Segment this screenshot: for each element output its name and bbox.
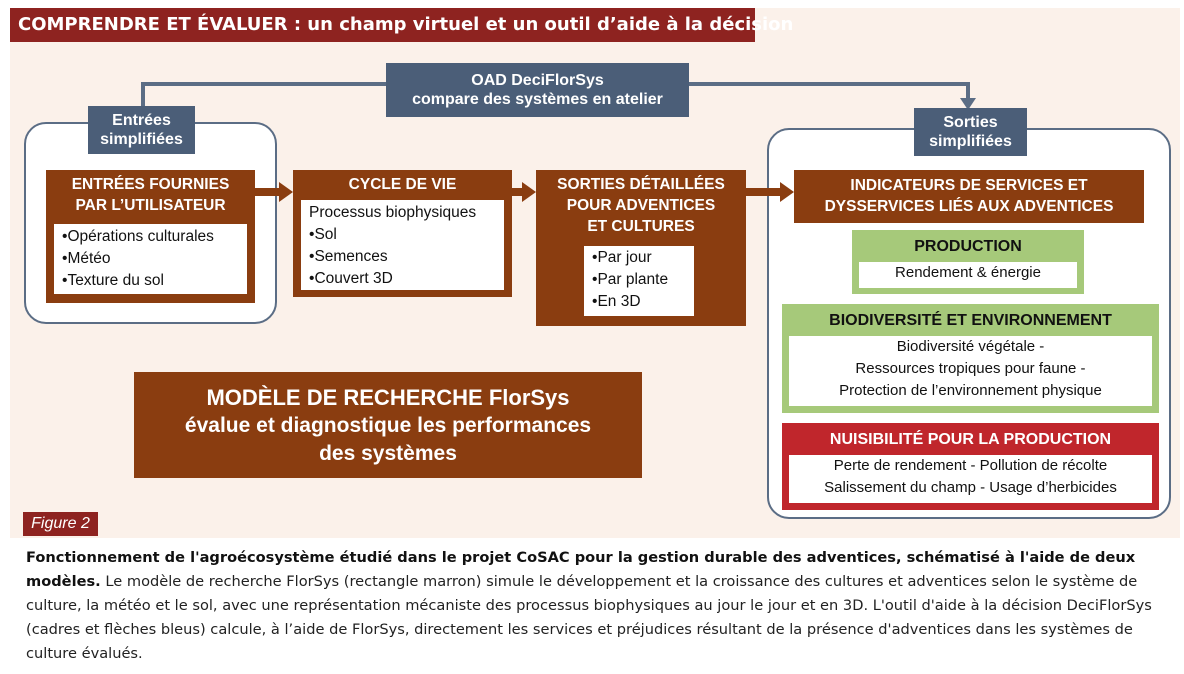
florsys-model-box: MODÈLE DE RECHERCHE FlorSys évalue et di… bbox=[134, 372, 642, 478]
oad-title: OAD DeciFlorSys bbox=[471, 72, 604, 89]
model-line3: des systèmes bbox=[319, 442, 457, 465]
detailed-outputs-head2: POUR ADVENTICES bbox=[566, 197, 716, 214]
list-item: Couvert 3D bbox=[309, 268, 504, 290]
detailed-outputs-box: SORTIES DÉTAILLÉES POUR ADVENTICES ET CU… bbox=[536, 170, 746, 326]
model-line2: évalue et diagnostique les performances bbox=[184, 414, 592, 437]
user-inputs-list: Opérations culturales Météo Texture du s… bbox=[54, 224, 247, 294]
model-title: MODÈLE DE RECHERCHE FlorSys bbox=[206, 385, 570, 410]
inputs-label-line2: simplifiées bbox=[100, 131, 183, 148]
life-cycle-head: CYCLE DE VIE bbox=[348, 176, 457, 193]
production-head: PRODUCTION bbox=[914, 238, 1022, 255]
biodiversity-line: Protection de l’environnement physique bbox=[839, 382, 1102, 399]
figure-label: Figure 2 bbox=[23, 512, 98, 536]
caption-text: Le modèle de recherche FlorSys (rectangl… bbox=[26, 573, 1152, 662]
harm-head: NUISIBILITÉ POUR LA PRODUCTION bbox=[829, 431, 1112, 448]
detailed-outputs-head1: SORTIES DÉTAILLÉES bbox=[557, 176, 725, 193]
list-item: Météo bbox=[62, 248, 247, 270]
production-box: PRODUCTION Rendement & énergie bbox=[852, 230, 1084, 294]
figure-title: COMPRENDRE ET ÉVALUER : un champ virtuel… bbox=[10, 8, 793, 42]
harm-line: Perte de rendement - Pollution de récolt… bbox=[833, 457, 1108, 474]
biodiversity-line: Ressources tropiques pour faune - bbox=[855, 360, 1086, 377]
list-item: Par plante bbox=[592, 269, 694, 291]
outputs-simplified-label: Sorties simplifiées bbox=[914, 108, 1027, 156]
biodiversity-line: Biodiversité végétale - bbox=[896, 338, 1045, 355]
list-item: Opérations culturales bbox=[62, 226, 247, 248]
detailed-outputs-list: Par jour Par plante En 3D bbox=[584, 246, 694, 316]
list-item: Semences bbox=[309, 246, 504, 268]
harm-line: Salissement du champ - Usage d’herbicide… bbox=[824, 479, 1117, 496]
list-item: Sol bbox=[309, 224, 504, 246]
life-cycle-box: CYCLE DE VIE Processus biophysiques Sol … bbox=[293, 170, 512, 297]
outputs-label-line2: simplifiées bbox=[929, 133, 1012, 150]
user-inputs-box: ENTRÉES FOURNIES PAR L’UTILISATEUR Opéra… bbox=[46, 170, 255, 303]
inputs-simplified-label: Entrées simplifiées bbox=[88, 106, 195, 154]
life-cycle-list: Processus biophysiques Sol Semences Couv… bbox=[301, 200, 504, 290]
life-cycle-subtitle: Processus biophysiques bbox=[309, 204, 477, 221]
biodiversity-box: BIODIVERSITÉ ET ENVIRONNEMENT Biodiversi… bbox=[782, 304, 1159, 413]
figure-caption: Fonctionnement de l'agroécosystème étudi… bbox=[26, 546, 1176, 666]
caption-bold: Fonctionnement de l'agroécosystème étudi… bbox=[26, 549, 1136, 590]
outputs-label-line1: Sorties bbox=[943, 114, 998, 131]
user-inputs-head1: ENTRÉES FOURNIES bbox=[71, 176, 230, 193]
indicators-head1: INDICATEURS DE SERVICES ET bbox=[850, 177, 1088, 194]
harm-body: Perte de rendement - Pollution de récolt… bbox=[789, 455, 1152, 503]
oad-deciflorsys-box: OAD DeciFlorSys compare des systèmes en … bbox=[386, 63, 689, 117]
indicators-box: INDICATEURS DE SERVICES ET DYSSERVICES L… bbox=[794, 170, 1144, 223]
detailed-outputs-head3: ET CULTURES bbox=[587, 218, 695, 235]
oad-subtitle: compare des systèmes en atelier bbox=[412, 91, 663, 108]
list-item: Texture du sol bbox=[62, 270, 247, 292]
harm-box: NUISIBILITÉ POUR LA PRODUCTION Perte de … bbox=[782, 423, 1159, 510]
production-body: Rendement & énergie bbox=[859, 262, 1077, 288]
list-item: Par jour bbox=[592, 247, 694, 269]
inputs-label-line1: Entrées bbox=[112, 112, 171, 129]
biodiversity-head: BIODIVERSITÉ ET ENVIRONNEMENT bbox=[829, 312, 1112, 329]
oad-flow-arrowhead bbox=[960, 98, 976, 110]
biodiversity-body: Biodiversité végétale - Ressources tropi… bbox=[789, 336, 1152, 406]
indicators-head2: DYSSERVICES LIÉS AUX ADVENTICES bbox=[824, 198, 1114, 215]
user-inputs-head2: PAR L’UTILISATEUR bbox=[75, 197, 226, 214]
list-item: En 3D bbox=[592, 291, 694, 313]
